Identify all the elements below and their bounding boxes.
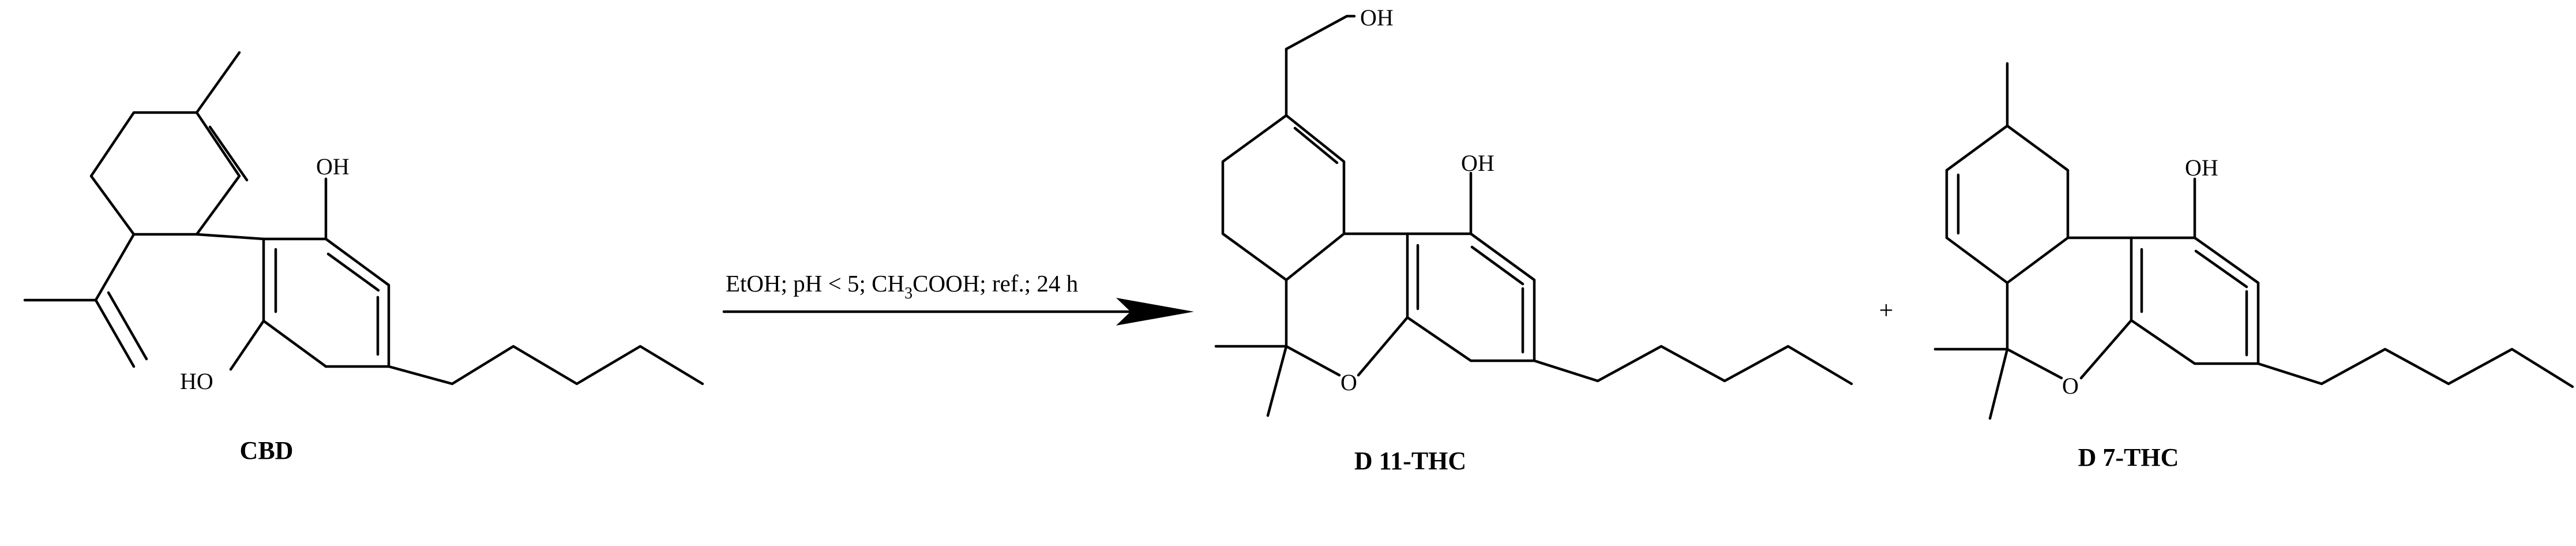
- cbd-structure: [23, 51, 704, 386]
- d7-thc-name: D 7-THC: [2078, 443, 2179, 472]
- conditions-part1: EtOH; pH < 5; CH: [726, 270, 904, 297]
- d11-ch2oh-label: OH: [1360, 5, 1394, 31]
- d7-pyran-o-label: O: [2062, 373, 2079, 399]
- d7-ring-oh-label: OH: [2185, 155, 2218, 181]
- cbd-oh-top-label: OH: [316, 154, 350, 179]
- reaction-arrow: [722, 298, 1194, 326]
- d7-thc-structure: [1933, 62, 2574, 420]
- d11-pyran-o-label: O: [1340, 369, 1357, 395]
- conditions-part2: COOH; ref.; 24 h: [913, 270, 1078, 297]
- cbd-name: CBD: [240, 436, 294, 465]
- reaction-conditions: EtOH; pH < 5; CH3COOH; ref.; 24 h: [726, 270, 1078, 302]
- d11-ring-oh-label: OH: [1461, 150, 1494, 176]
- d11-thc-name: D 11-THC: [1354, 447, 1466, 475]
- d11-thc-structure: [1214, 14, 1853, 417]
- conditions-subscript: 3: [904, 285, 913, 302]
- plus-sign: +: [1879, 296, 1894, 324]
- cbd-ho-label: HO: [180, 368, 213, 394]
